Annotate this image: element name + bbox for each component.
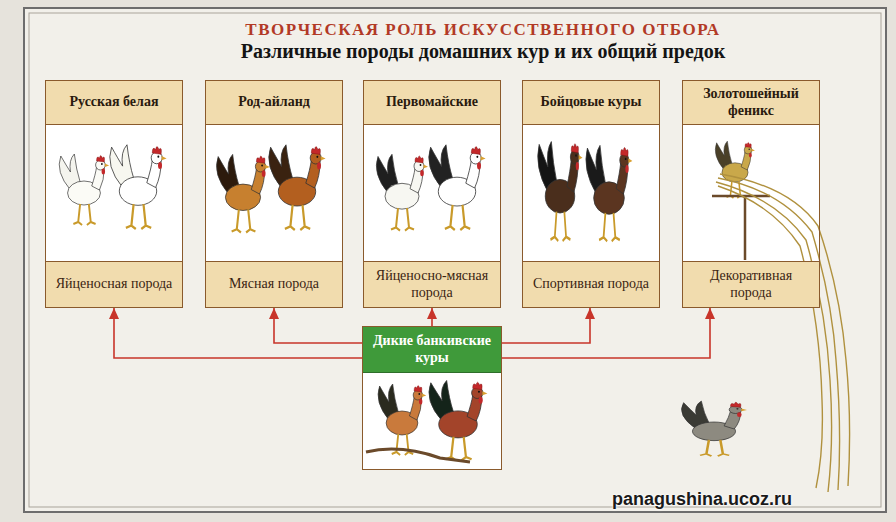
node-caption: Декоративная порода	[688, 268, 814, 300]
image-ground	[362, 326, 502, 470]
header-band: Дикие банкивские куры	[363, 327, 501, 373]
node-heading: Первомайские	[386, 94, 478, 110]
title: ТВОРЧЕСКАЯ РОЛЬ ИСКУССТВЕННОГО ОТБОРА	[60, 20, 896, 40]
node-caption: Мясная порода	[229, 276, 319, 292]
pervomai-rooster	[429, 145, 486, 230]
header-band: Род-айланд	[206, 81, 342, 125]
footer-band: Яйценосная порода	[46, 261, 182, 307]
breed-box: Русская белаяЯйценосная порода	[45, 80, 183, 308]
footer-band: Декоративная порода	[683, 261, 819, 307]
node-heading: Русская белая	[70, 94, 159, 110]
node-heading: Золотошейный феникс	[688, 86, 814, 118]
panel-inner-line	[29, 13, 881, 507]
image-ground	[45, 80, 183, 308]
white-rooster	[110, 145, 167, 229]
image-ground	[205, 80, 343, 308]
node-caption: Яйценосно-мясная порода	[369, 268, 495, 300]
arrow-connector	[502, 308, 710, 358]
wild-rooster	[429, 381, 488, 461]
breed-box: ПервомайскиеЯйценосно-мясная порода	[363, 80, 501, 308]
phoenix-hen	[682, 401, 747, 456]
pervomai-hen	[376, 154, 428, 230]
node-caption: Яйценосная порода	[56, 276, 173, 292]
node-caption: Спортивная порода	[533, 276, 649, 292]
footer-band: Яйценосно-мясная порода	[364, 261, 500, 307]
brown-rooster	[269, 145, 326, 230]
header-band: Первомайские	[364, 81, 500, 125]
phoenix-tail	[716, 174, 850, 492]
game-cock	[538, 142, 583, 241]
arrow-connector	[502, 308, 590, 343]
arrow-connector	[431, 308, 433, 326]
panel	[24, 8, 886, 512]
phoenix-rooster	[715, 141, 755, 198]
brown-hen	[217, 154, 270, 232]
game-cock	[586, 145, 632, 241]
header-band: Русская белая	[46, 81, 182, 125]
breed-box: Золотошейный фениксДекоративная порода	[682, 80, 820, 308]
ancestor-box: Дикие банкивские куры	[362, 326, 502, 470]
header-band: Золотошейный феникс	[683, 81, 819, 125]
footer-band: Мясная порода	[206, 261, 342, 307]
white-hen	[59, 154, 109, 225]
arrow-connector	[114, 308, 362, 358]
node-heading: Дикие банкивские куры	[368, 333, 496, 365]
image-ground	[363, 80, 501, 308]
node-heading: Бойцовые куры	[541, 94, 642, 110]
branch	[366, 449, 470, 462]
node-heading: Род-айланд	[238, 94, 310, 110]
watermark: panagushina.ucoz.ru	[612, 489, 792, 510]
perch	[712, 196, 770, 260]
image-ground	[522, 80, 660, 308]
arrow-connector	[274, 308, 362, 343]
footer-band: Спортивная порода	[523, 261, 659, 307]
header-band: Бойцовые куры	[523, 81, 659, 125]
wild-hen	[378, 384, 426, 455]
breed-box: Род-айландМясная порода	[205, 80, 343, 308]
subtitle: Различные породы домашних кур и их общий…	[60, 40, 896, 63]
breed-box: Бойцовые курыСпортивная порода	[522, 80, 660, 308]
